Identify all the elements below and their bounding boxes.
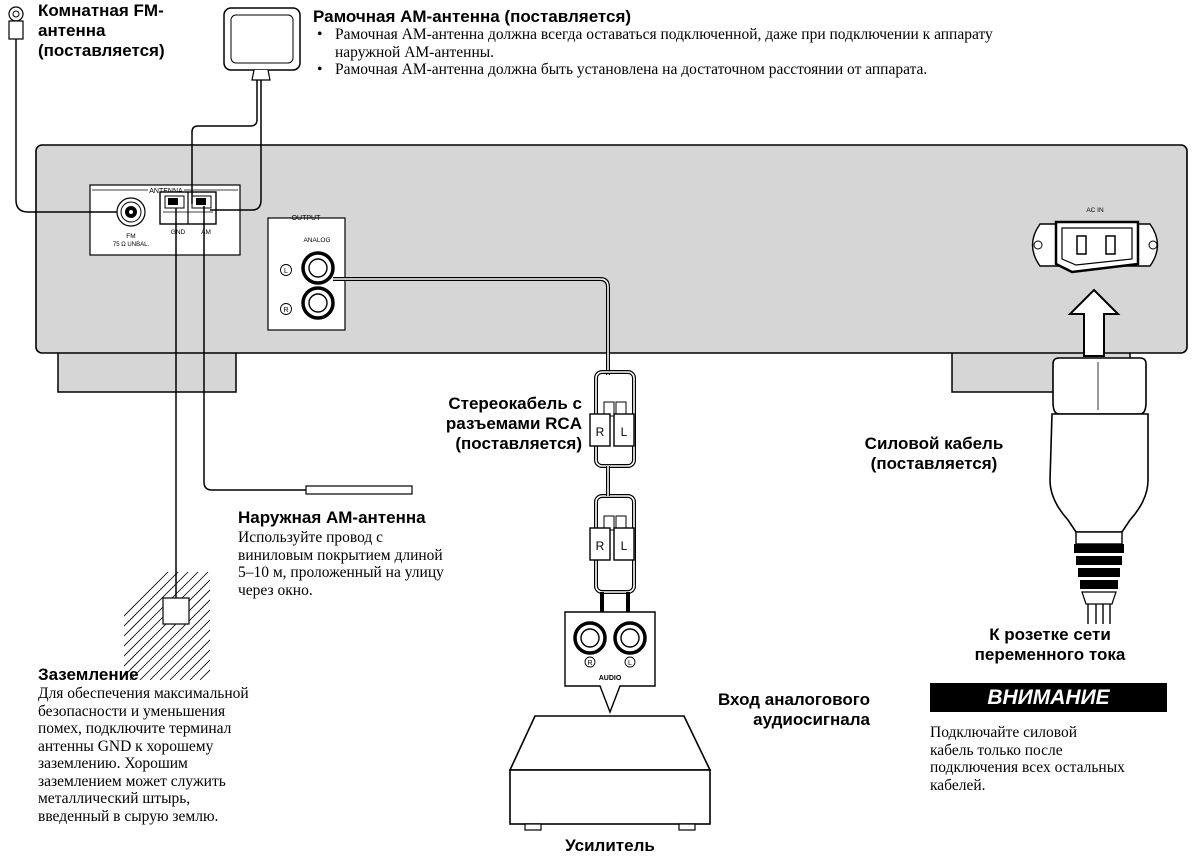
analog-input-title: Вход аналогового аудиосигнала — [718, 690, 870, 730]
output-right-mark: R — [283, 307, 288, 314]
outdoor-am-wire — [203, 206, 413, 495]
fm-antenna-title: Комнатная FM- антенна (поставляется) — [38, 1, 165, 61]
ac-in-label: AC IN — [1086, 207, 1104, 214]
outdoor-am-text: Используйте провод с виниловым покрытием… — [238, 529, 444, 599]
amp-right-mark: R — [587, 660, 592, 667]
ground-hatch — [124, 572, 210, 680]
ground-text: Для обеспечения максимальной безопасност… — [38, 685, 249, 825]
amplifier — [508, 715, 712, 831]
amp-input-label: AUDIO — [599, 675, 622, 682]
rca-plug-l-top: L — [621, 425, 628, 439]
unit-foot-left — [57, 351, 237, 393]
power-plug — [1049, 357, 1149, 624]
output-left-mark: L — [284, 268, 288, 275]
up-arrow — [1067, 288, 1121, 357]
analog-label: ANALOG — [303, 237, 330, 244]
am-loop-antenna-icon — [191, 7, 301, 211]
amplifier-label: Усилитель — [565, 836, 655, 855]
outlet-title: К розетке сети переменного тока — [974, 625, 1126, 665]
rca-plug-r-top: R — [596, 425, 605, 439]
ground-rod — [162, 597, 190, 625]
am-loop-note-1: Рамочная АМ-антенна должна всегда остава… — [317, 26, 1025, 61]
amp-left-mark: L — [628, 660, 632, 667]
output-label: OUTPUT — [292, 215, 322, 222]
fm-sub-label: 75 Ω UNBAL. — [113, 242, 150, 248]
rca-plug-l-bottom: L — [621, 539, 628, 553]
gnd-label: GND — [171, 229, 186, 236]
fm-label: FM — [126, 233, 135, 240]
power-cable-title: Силовой кабель (поставляется) — [864, 434, 1004, 474]
rca-plug-r-bottom: R — [596, 539, 605, 553]
outdoor-am-title: Наружная АМ-антенна — [238, 508, 426, 527]
rca-cable: R L R L — [333, 277, 636, 634]
warning-title: ВНИМАНИЕ — [930, 683, 1167, 712]
rca-cable-title: Стереокабель с разъемами RCA (поставляет… — [445, 394, 582, 454]
warning-text: Подключайте силовой кабель только после … — [930, 724, 1125, 794]
fm-antenna-icon — [8, 6, 117, 213]
am-label: AM — [201, 229, 211, 236]
amp-input-panel: R L AUDIO — [564, 611, 656, 714]
am-loop-title: Рамочная АМ-антенна (поставляется) — [313, 7, 632, 26]
am-loop-note-2: Рамочная АМ-антенна должна быть установл… — [317, 61, 1025, 79]
am-loop-notes: Рамочная АМ-антенна должна всегда остава… — [313, 26, 1025, 79]
ground-title: Заземление — [38, 665, 139, 684]
